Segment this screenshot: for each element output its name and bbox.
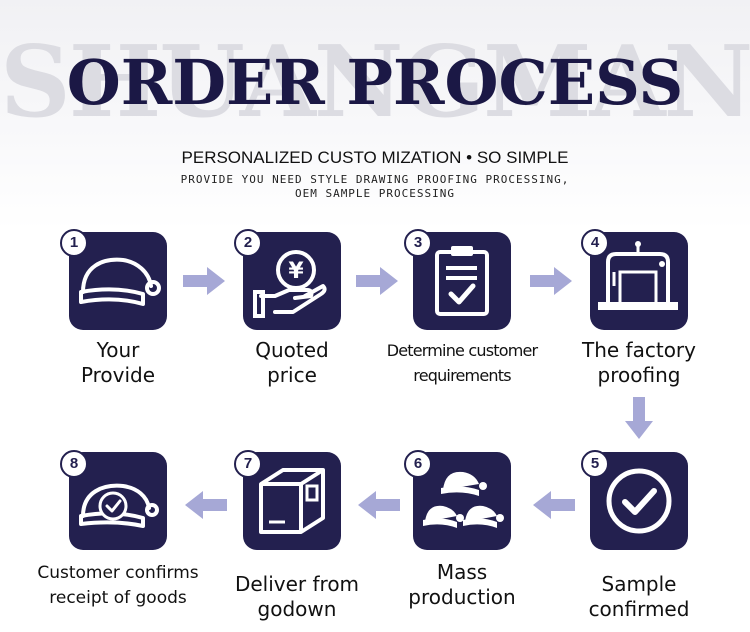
- step-8-badge: 8: [60, 450, 88, 478]
- step-2-label: Quoted price: [255, 338, 329, 387]
- arrow-2-to-3: [356, 267, 398, 295]
- sewing-machine-icon: [598, 241, 678, 310]
- step-4-label: The factory proofing: [582, 338, 696, 387]
- step-2-badge: 2: [234, 229, 262, 257]
- hats-stack-icon: [423, 471, 504, 528]
- step-8-box: [69, 452, 167, 550]
- arrow-1-to-2: [183, 267, 225, 295]
- step-5-label: Sample confirmed: [588, 572, 690, 621]
- page-subtitle: PERSONALIZED CUSTO MIZATION • SO SIMPLE: [181, 148, 569, 167]
- arrow-6-to-7: [358, 491, 400, 519]
- step-1-badge: 1: [60, 229, 88, 257]
- yuan-coin-hand-icon: ¥: [253, 250, 327, 318]
- brand-watermark: SHUANGMAN: [0, 25, 750, 140]
- arrow-7-to-8: [185, 491, 227, 519]
- step-5-badge: 5: [581, 450, 609, 478]
- package-box-icon: [259, 468, 325, 534]
- step-4-badge: 4: [581, 229, 609, 257]
- step-7-label: Deliver from godown: [234, 572, 360, 621]
- clipboard-check-icon: [435, 246, 489, 316]
- step-8-label: Customer confirms receipt of goods: [37, 563, 199, 608]
- step-2-box: ¥: [243, 232, 341, 330]
- page-description: PROVIDE YOU NEED STYLE DRAWING PROOFING …: [0, 173, 750, 201]
- step-6-label: Mass production: [408, 560, 516, 609]
- svg-text:¥: ¥: [288, 259, 304, 284]
- hat-check-icon: [79, 483, 159, 528]
- step-7-badge: 7: [234, 450, 262, 478]
- page-title: ORDER PROCESS: [66, 46, 684, 119]
- arrow-5-to-6: [533, 491, 575, 519]
- arrow-4-to-5: [625, 397, 653, 439]
- arrow-3-to-4: [530, 267, 572, 295]
- check-circle-icon: [606, 468, 672, 534]
- santa-hat-icon: [79, 257, 161, 306]
- step-6-badge: 6: [404, 450, 432, 478]
- description-line-1: PROVIDE YOU NEED STYLE DRAWING PROOFING …: [180, 173, 570, 186]
- step-3-badge: 3: [404, 229, 432, 257]
- step-4-box: [590, 232, 688, 330]
- step-1-label: Your Provide: [80, 338, 156, 387]
- description-line-2: OEM SAMPLE PROCESSING: [294, 187, 456, 200]
- step-3-label: Determine customer requirements: [386, 341, 538, 385]
